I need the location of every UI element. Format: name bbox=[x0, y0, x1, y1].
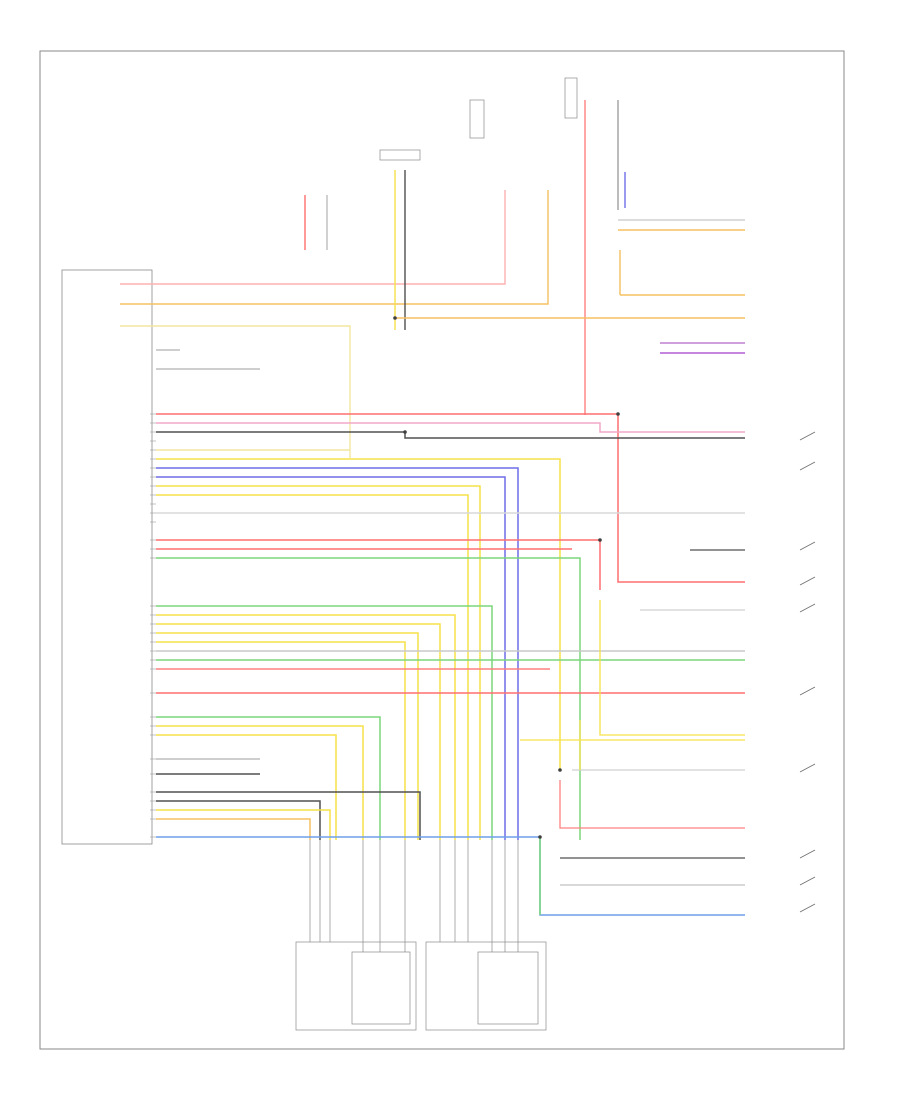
harness-wires bbox=[156, 349, 745, 916]
module-pin-ticks bbox=[150, 413, 156, 838]
top-connectors bbox=[379, 77, 578, 161]
right-sensor-wires bbox=[520, 549, 745, 886]
control-module-box bbox=[61, 269, 153, 845]
power-feed-wires bbox=[120, 100, 745, 458]
switch-symbols bbox=[799, 431, 816, 913]
bottom-connectors bbox=[295, 840, 547, 1031]
diagram-frame bbox=[39, 50, 845, 1050]
splice-points bbox=[393, 316, 620, 839]
